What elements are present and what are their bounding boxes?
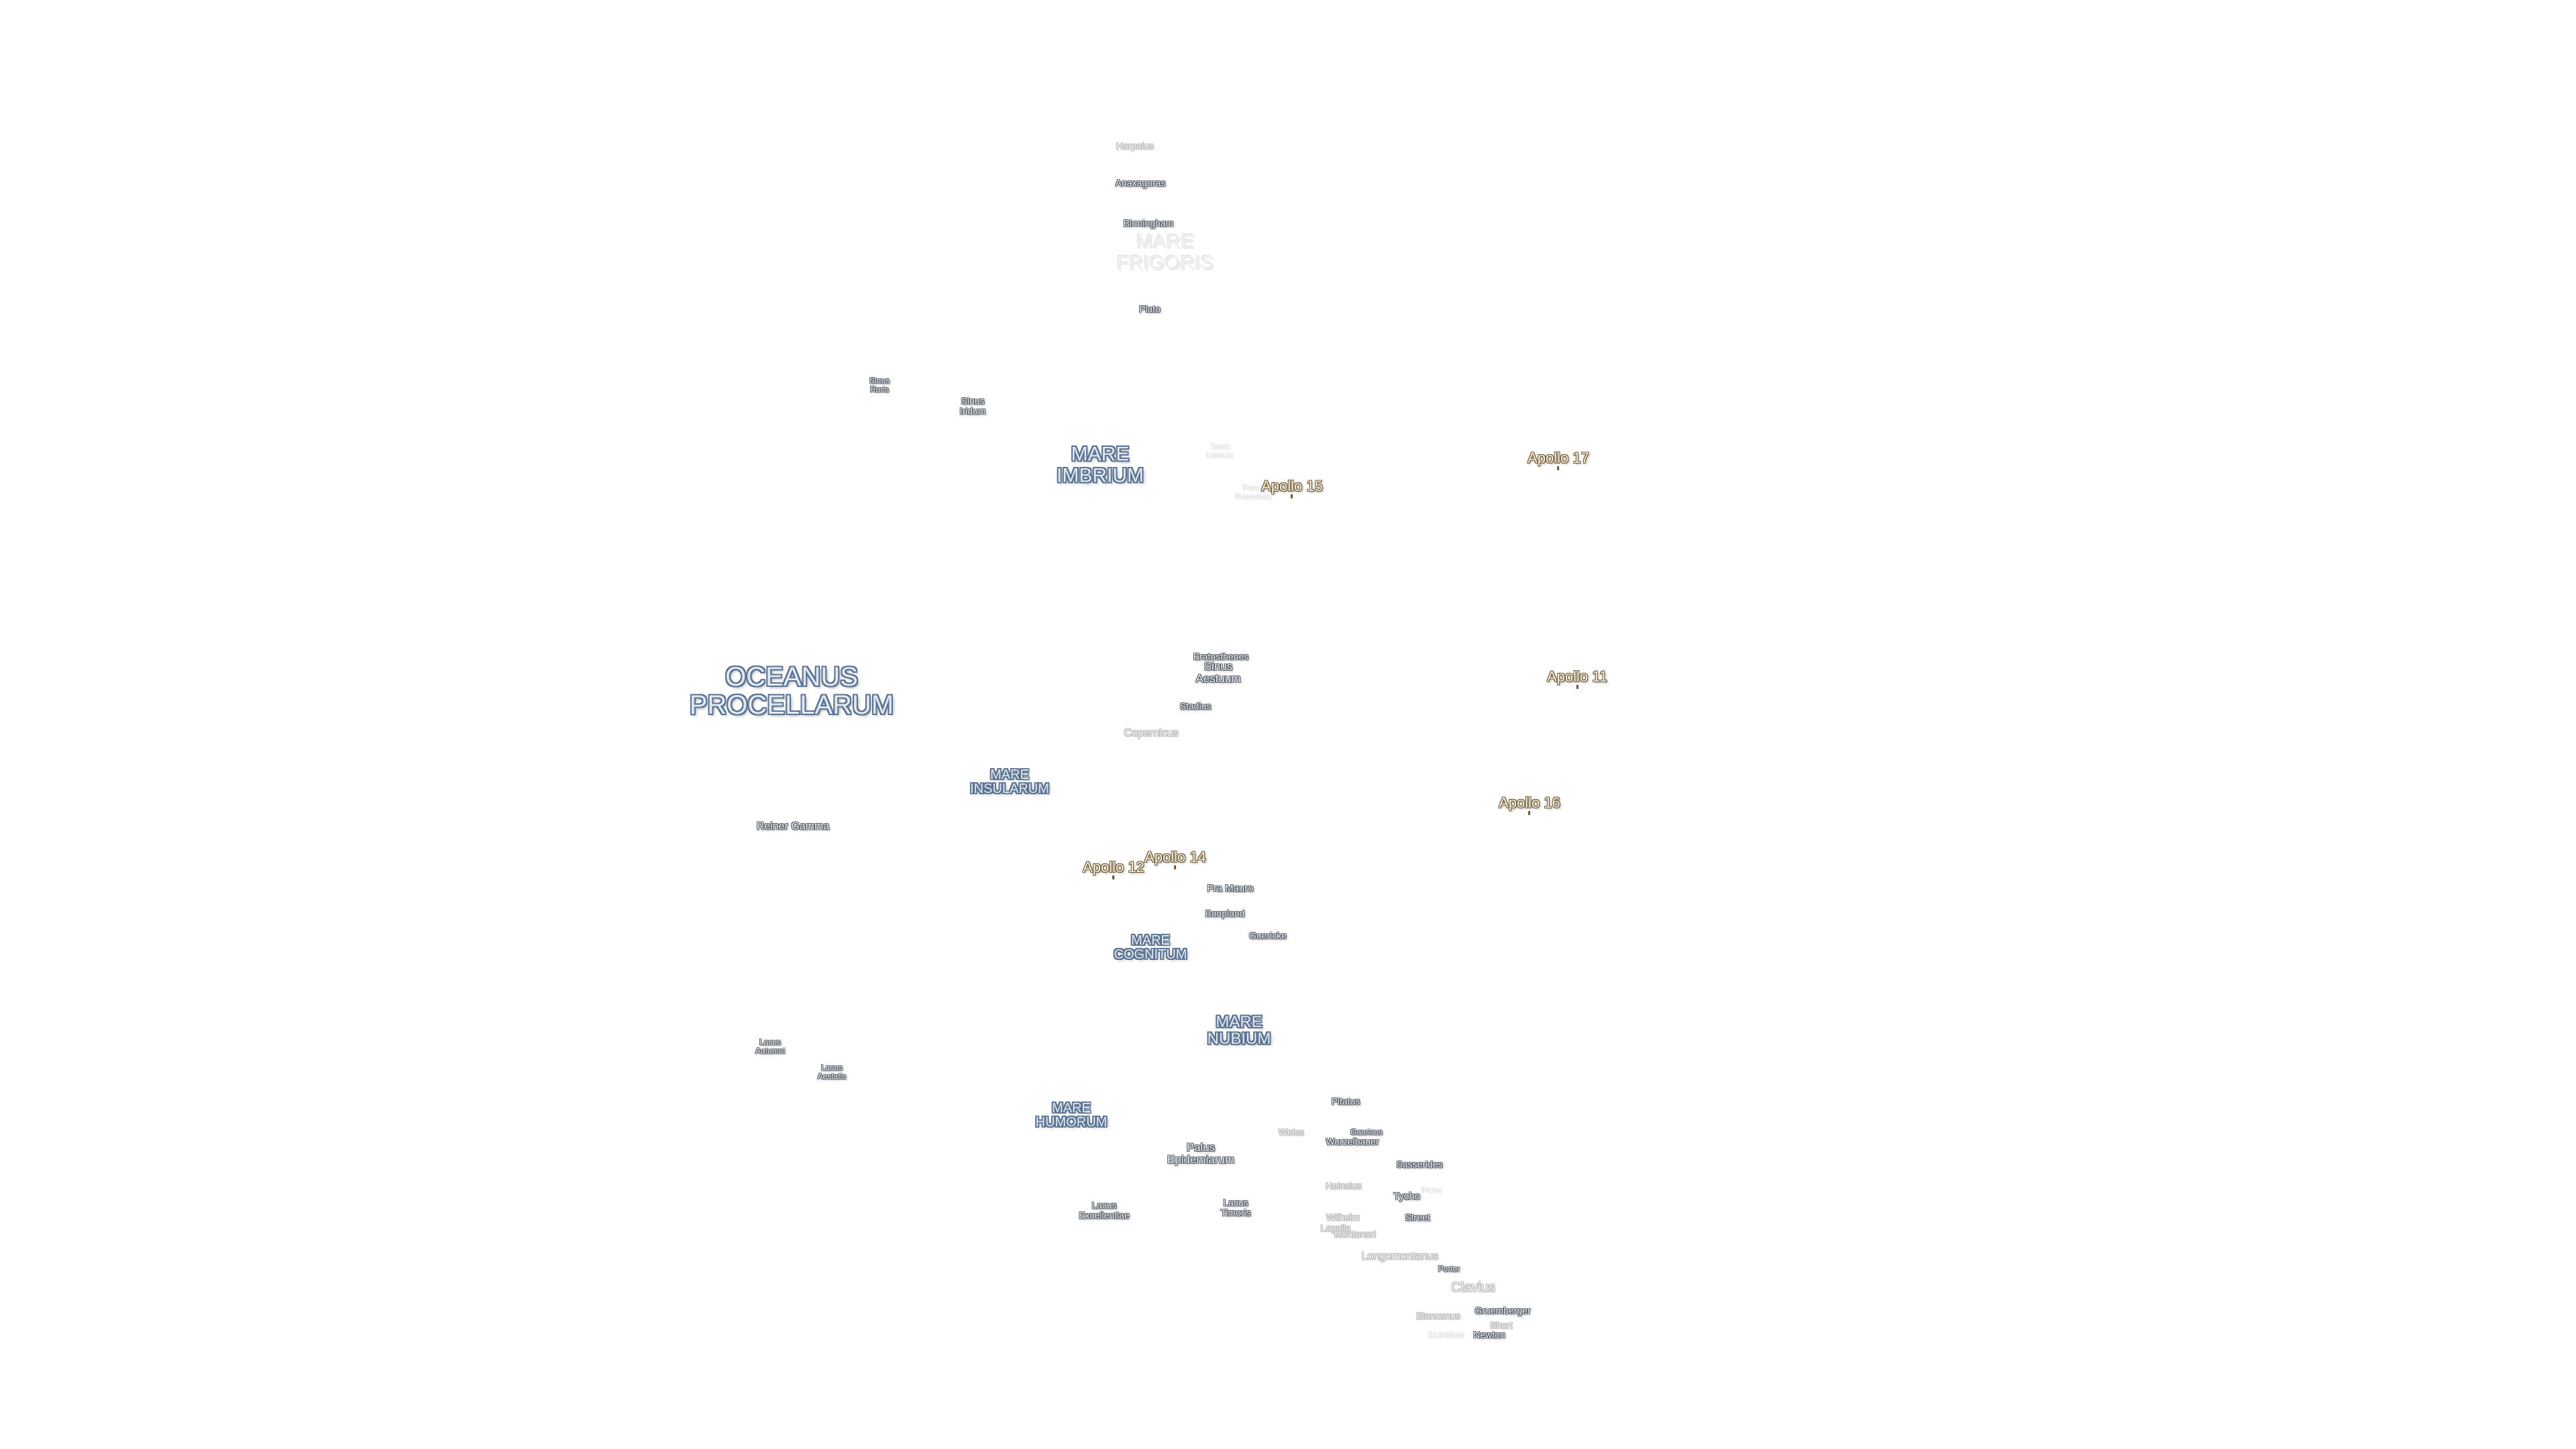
label-guericke: Guericke — [1248, 930, 1287, 941]
label-street: Street — [1405, 1212, 1430, 1223]
label-tycho: Tycho — [1393, 1191, 1421, 1203]
apollo-14-label: Apollo 14 — [1144, 848, 1206, 865]
label-harpalus: Harpalus — [1116, 140, 1155, 152]
apollo-15-label: Apollo 15 — [1261, 477, 1323, 494]
label-pictet: Pictet — [1421, 1185, 1442, 1195]
label-sinus-aestuum: Sinus Aestuum — [1195, 660, 1241, 685]
label-gauricus: Gauricus — [1350, 1127, 1383, 1137]
label-lacus-excellentiae: Lacus Excellentiae — [1079, 1199, 1130, 1220]
label-short: Short — [1490, 1320, 1513, 1331]
label-sinus-lunicus: Sinus Lunicus — [1206, 441, 1234, 460]
label-sinus-roris: Sinus Roris — [869, 376, 890, 394]
label-eratosthenes: Eratosthenes — [1193, 651, 1249, 662]
apollo-15-landing-site[interactable]: Apollo 15 — [1261, 477, 1323, 499]
label-fra-mauro: Fra Mauro — [1207, 883, 1254, 895]
label-porter: Porter — [1438, 1264, 1460, 1274]
label-stadius: Stadius — [1179, 700, 1212, 712]
label-mare-insularum: MARE INSULARUM — [970, 767, 1049, 796]
apollo-12-label: Apollo 12 — [1083, 858, 1144, 875]
label-palus-epidemiarum: Palus Epidemiarum — [1167, 1141, 1235, 1166]
label-reiner-gamma: Reiner Gamma — [756, 820, 830, 833]
apollo-16-label: Apollo 16 — [1499, 794, 1560, 811]
landing-site-marker-icon — [1291, 494, 1293, 499]
label-sinus-iridum: Sinus Iridum — [959, 395, 986, 416]
label-anaxagoras: Anaxagoras — [1115, 177, 1166, 189]
label-gruemberger: Gruemberger — [1474, 1305, 1531, 1316]
landing-site-marker-icon — [1528, 811, 1531, 816]
label-mare-cognitum: MARE COGNITUM — [1114, 933, 1187, 962]
landing-site-marker-icon — [1112, 875, 1115, 880]
label-wilhelm: Wilhelm — [1326, 1212, 1360, 1223]
label-clavius: Clavius — [1451, 1280, 1495, 1295]
label-bonpland: Bonpland — [1205, 908, 1245, 919]
apollo-11-label: Apollo 11 — [1546, 667, 1608, 685]
landing-site-marker-icon — [1174, 865, 1177, 870]
label-scheiner: Scheiner — [1428, 1329, 1465, 1340]
label-plato: Plato — [1139, 303, 1161, 315]
label-mare-imbrium: MARE IMBRIUM — [1057, 443, 1144, 486]
label-mare-nubium: MARE NUBIUM — [1207, 1012, 1271, 1048]
apollo-17-landing-site[interactable]: Apollo 17 — [1527, 449, 1589, 471]
label-lacus-timoris: Lacus Timoris — [1220, 1197, 1251, 1218]
label-montanari: Montanari — [1334, 1228, 1377, 1240]
label-wurzelbauer: Wurzelbauer — [1326, 1136, 1379, 1147]
apollo-16-landing-site[interactable]: Apollo 16 — [1499, 794, 1560, 816]
apollo-14-landing-site[interactable]: Apollo 14 — [1144, 848, 1206, 870]
label-heinsius: Heinsius — [1326, 1180, 1362, 1191]
label-sasserides: Sasserides — [1396, 1159, 1443, 1170]
label-mare-humorum: MARE HUMORUM — [1035, 1101, 1108, 1130]
label-birmingham: Birmingham — [1123, 217, 1174, 229]
apollo-12-landing-site[interactable]: Apollo 12 — [1083, 858, 1144, 880]
label-newton: Newton — [1473, 1329, 1505, 1340]
label-longomontanus: Longomontanus — [1361, 1250, 1439, 1263]
label-blancanus: Blancanus — [1416, 1310, 1460, 1322]
landing-site-marker-icon — [1576, 685, 1578, 690]
apollo-17-label: Apollo 17 — [1527, 449, 1589, 466]
label-lacus-aestatis: Lacus Aestatis — [817, 1063, 847, 1081]
label-mare-frigoris: MARE FRIGORIS — [1116, 230, 1214, 274]
label-oceanus-procellarum: OCEANUS PROCELLARUM — [689, 662, 894, 720]
label-lagalla: Lagalla — [1320, 1222, 1351, 1234]
apollo-11-landing-site[interactable]: Apollo 11 — [1546, 667, 1608, 690]
label-weiss: Weiss — [1279, 1126, 1304, 1138]
landing-site-marker-icon — [1557, 466, 1560, 471]
label-lacus-autumni: Lacus Autumni — [755, 1037, 786, 1055]
label-copernicus: Copernicus — [1124, 727, 1179, 739]
label-pitatus: Pitatus — [1331, 1095, 1360, 1107]
label-palus-putredinis: Palus Putredinis — [1235, 483, 1271, 501]
